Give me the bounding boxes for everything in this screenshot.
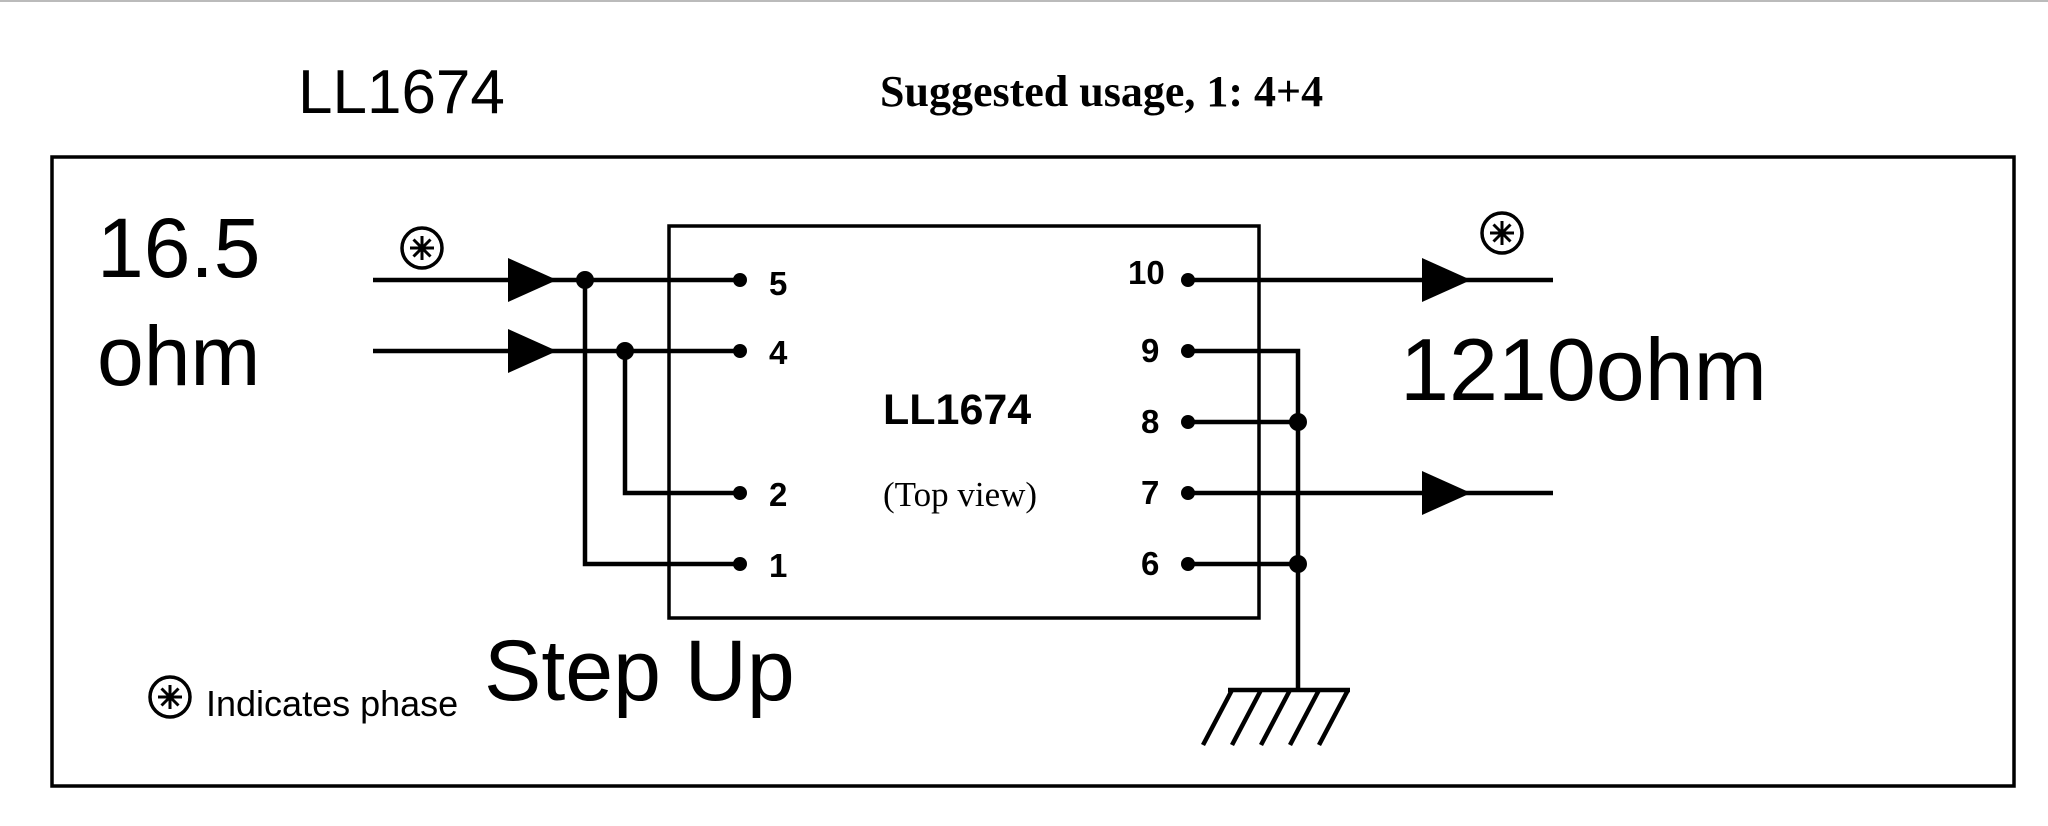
secondary-arrow-top bbox=[1422, 258, 1471, 302]
pin-5-terminal bbox=[733, 273, 747, 287]
secondary-impedance: 1210ohm bbox=[1400, 320, 1767, 419]
junction-dot bbox=[1289, 555, 1307, 573]
primary-wiring bbox=[373, 258, 747, 571]
pin-10-terminal bbox=[1181, 273, 1195, 287]
pin-label-7: 7 bbox=[1141, 474, 1159, 511]
pin-label-9: 9 bbox=[1141, 332, 1159, 369]
pin-1-terminal bbox=[733, 557, 747, 571]
transformer-name: LL1674 bbox=[883, 386, 1031, 434]
jumper-4-to-2 bbox=[622, 351, 740, 496]
pin-9-terminal bbox=[1181, 344, 1195, 358]
pin-label-2: 2 bbox=[769, 476, 787, 513]
part-number-heading: LL1674 bbox=[298, 58, 505, 127]
primary-arrow-top bbox=[508, 258, 557, 302]
legend-phase-text: Indicates phase bbox=[206, 683, 458, 724]
primary-impedance-value: 16.5 bbox=[97, 201, 261, 295]
transformer-view-note: (Top view) bbox=[883, 475, 1037, 514]
primary-arrow-bottom bbox=[508, 329, 557, 373]
secondary-arrow-bottom bbox=[1422, 471, 1471, 515]
ground-strap bbox=[1188, 348, 1301, 690]
junction-dot bbox=[616, 342, 634, 360]
primary-impedance-unit: ohm bbox=[97, 309, 260, 403]
secondary-wiring bbox=[1181, 258, 1553, 690]
legend-phase-icon bbox=[148, 675, 192, 719]
pin-label-10: 10 bbox=[1128, 254, 1165, 291]
jumper-5-to-1 bbox=[582, 280, 740, 567]
pin-8-terminal bbox=[1181, 415, 1195, 429]
pin-label-5: 5 bbox=[769, 265, 787, 302]
pin-label-8: 8 bbox=[1141, 403, 1159, 440]
phase-marker-icon bbox=[1480, 211, 1524, 255]
usage-title: Suggested usage, 1: 4+4 bbox=[880, 67, 1323, 116]
outer-frame bbox=[50, 155, 2016, 788]
pin-7-terminal bbox=[1181, 486, 1195, 500]
phase-marker-icon bbox=[400, 226, 444, 270]
pin-label-4: 4 bbox=[769, 334, 788, 371]
mode-label: Step Up bbox=[484, 623, 795, 719]
junction-dot bbox=[576, 271, 594, 289]
pin-label-1: 1 bbox=[769, 547, 787, 584]
pin-2-terminal bbox=[733, 486, 747, 500]
pin-6-terminal bbox=[1181, 557, 1195, 571]
ground-icon bbox=[1201, 687, 1350, 747]
pin-label-6: 6 bbox=[1141, 545, 1159, 582]
pin-4-terminal bbox=[733, 344, 747, 358]
junction-dot bbox=[1289, 413, 1307, 431]
